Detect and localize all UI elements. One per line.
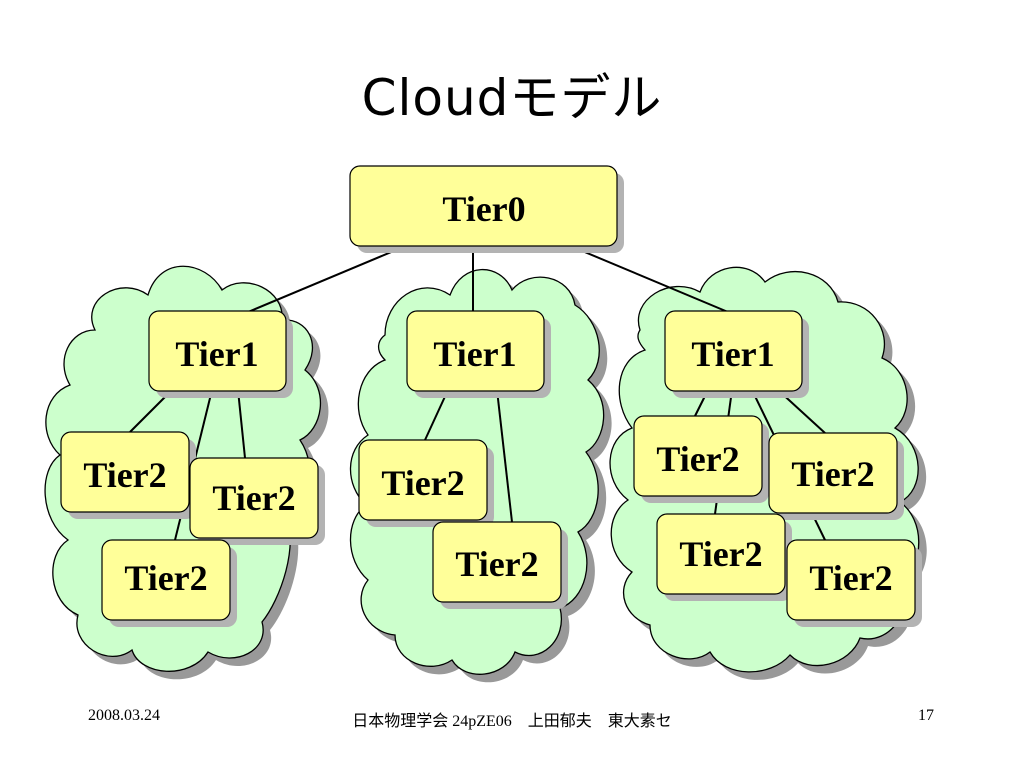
tier1-left-node: Tier1 (148, 310, 293, 398)
connector-middle-a (424, 389, 449, 441)
tier2-right-4-label: Tier2 (809, 558, 892, 598)
tier2-left-1-label: Tier2 (83, 455, 166, 495)
tier2-right-2-box (768, 432, 898, 514)
tier1-middle-box (406, 310, 545, 392)
tier1-left-label: Tier1 (175, 334, 258, 374)
tier1-right-label: Tier1 (691, 334, 774, 374)
tier2-left-3-box (101, 539, 231, 621)
tier2-right-1-box (633, 415, 763, 497)
tier0-label: Tier0 (442, 189, 525, 229)
tier2-left-1-node: Tier2 (60, 431, 196, 519)
tier2-left-1-box (60, 431, 190, 513)
tier1-right-box (664, 310, 803, 392)
tier2-middle-1-node: Tier2 (358, 439, 494, 527)
tier2-middle-1-box (358, 439, 488, 521)
connector-middle-b (496, 389, 513, 523)
slide-title: Cloudモデル (361, 69, 663, 127)
tier1-middle-node: Tier1 (406, 310, 551, 398)
tier-boxes: Tier0 Tier1 Tier1 Tier1 (60, 165, 922, 627)
tier2-left-3-label: Tier2 (124, 558, 207, 598)
tier1-left-box (148, 310, 287, 392)
tier2-right-4-box (786, 539, 916, 621)
tier2-right-2-label: Tier2 (791, 454, 874, 494)
tier2-right-4-node: Tier2 (786, 539, 922, 627)
tier2-right-1-label: Tier2 (656, 439, 739, 479)
connector-tier0-tier1-left (247, 244, 409, 313)
tier2-left-3-node: Tier2 (101, 539, 237, 627)
tier1-right-node: Tier1 (664, 310, 809, 398)
tier2-middle-1-label: Tier2 (381, 463, 464, 503)
connector-tier0-tier1-right (567, 244, 729, 313)
tier2-middle-2-box (432, 521, 562, 603)
tier2-left-2-label: Tier2 (212, 478, 295, 518)
tier1-middle-label: Tier1 (433, 334, 516, 374)
tier2-right-3-label: Tier2 (679, 534, 762, 574)
tier2-left-2-box (189, 457, 319, 539)
footer-date: 2008.03.24 (88, 707, 160, 724)
footer-presentation-info: 日本物理学会 24pZE06 上田郁夫 東大素セ (352, 713, 672, 730)
tier0-node: Tier0 (349, 165, 624, 253)
tier2-middle-2-node: Tier2 (432, 521, 568, 609)
tier2-right-1-node: Tier2 (633, 415, 769, 503)
tier2-right-3-box (656, 513, 786, 595)
footer-page-number: 17 (918, 707, 934, 724)
tier2-right-2-node: Tier2 (768, 432, 904, 520)
tier2-right-3-node: Tier2 (656, 513, 792, 601)
tier2-middle-2-label: Tier2 (455, 544, 538, 584)
tier0-box (349, 165, 618, 247)
connector-left-c (237, 389, 246, 459)
tier2-left-2-node: Tier2 (189, 457, 325, 545)
